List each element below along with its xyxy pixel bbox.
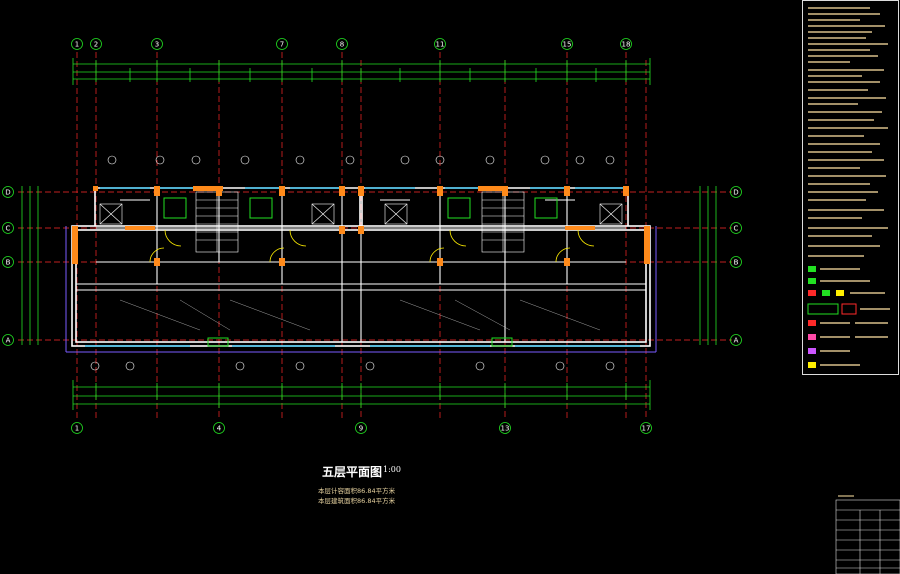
dimension-lines-bottom — [72, 380, 651, 410]
axis-bubbles-bottom: 1 4 9 13 17 — [71, 422, 652, 434]
axis-label-left-c: C — [6, 225, 11, 233]
axis-label-right-c: C — [734, 225, 739, 233]
drawing-scale: 1:00 — [383, 465, 401, 474]
windows — [85, 187, 640, 347]
axis-label-top-6: 11 — [436, 41, 445, 49]
axis-label-bottom-5: 17 — [642, 425, 651, 433]
axis-label-top-7: 15 — [563, 41, 572, 49]
axis-label-right-a: A — [734, 337, 739, 345]
area-note-1: 本层计容面积86.84平方米 — [318, 487, 396, 495]
schedule-table — [835, 499, 900, 574]
axis-grid-horizontal — [18, 191, 732, 341]
axis-label-left-a: A — [6, 337, 11, 345]
axis-label-bottom-3: 9 — [359, 425, 363, 433]
axis-label-top-5: 8 — [340, 41, 344, 49]
area-note-2: 本层建筑面积86.84平方米 — [318, 497, 396, 505]
dimension-ticks-top — [95, 60, 627, 82]
dimension-lines-sides — [21, 186, 717, 345]
callout-markers — [90, 155, 615, 371]
axis-label-top-4: 7 — [280, 41, 284, 49]
notes-panel-legend — [807, 266, 890, 368]
axis-label-bottom-2: 4 — [217, 425, 222, 433]
axis-bubbles-rows: D C B A D C B A — [2, 186, 742, 346]
axis-label-bottom-1: 1 — [75, 425, 79, 433]
dimension-lines-top — [72, 58, 651, 85]
axis-label-top-2: 2 — [94, 41, 98, 49]
axis-label-left-b: B — [6, 259, 11, 267]
axis-label-left-d: D — [5, 189, 10, 197]
equipment-markers — [163, 197, 558, 347]
axis-label-top-3: 3 — [155, 41, 159, 49]
structural-columns — [72, 186, 650, 266]
stair-treads — [195, 191, 525, 253]
notes-panel-lines — [808, 7, 888, 257]
axis-label-bottom-4: 13 — [501, 425, 510, 433]
axis-bubbles-top: 1 2 3 7 8 11 15 18 — [71, 38, 632, 50]
interior-walls — [76, 188, 646, 342]
notes-panel-frame — [802, 0, 899, 375]
axis-label-right-b: B — [734, 259, 739, 267]
curtain-wall-line — [65, 226, 657, 353]
door-swings — [149, 229, 595, 263]
axis-label-top-8: 18 — [622, 41, 631, 49]
drawing-title: 五层平面图 — [322, 465, 383, 479]
axis-label-top-1: 1 — [75, 41, 79, 49]
shaft-boxes — [99, 203, 623, 225]
axis-label-right-d: D — [733, 189, 738, 197]
wiring-lines — [119, 299, 601, 331]
